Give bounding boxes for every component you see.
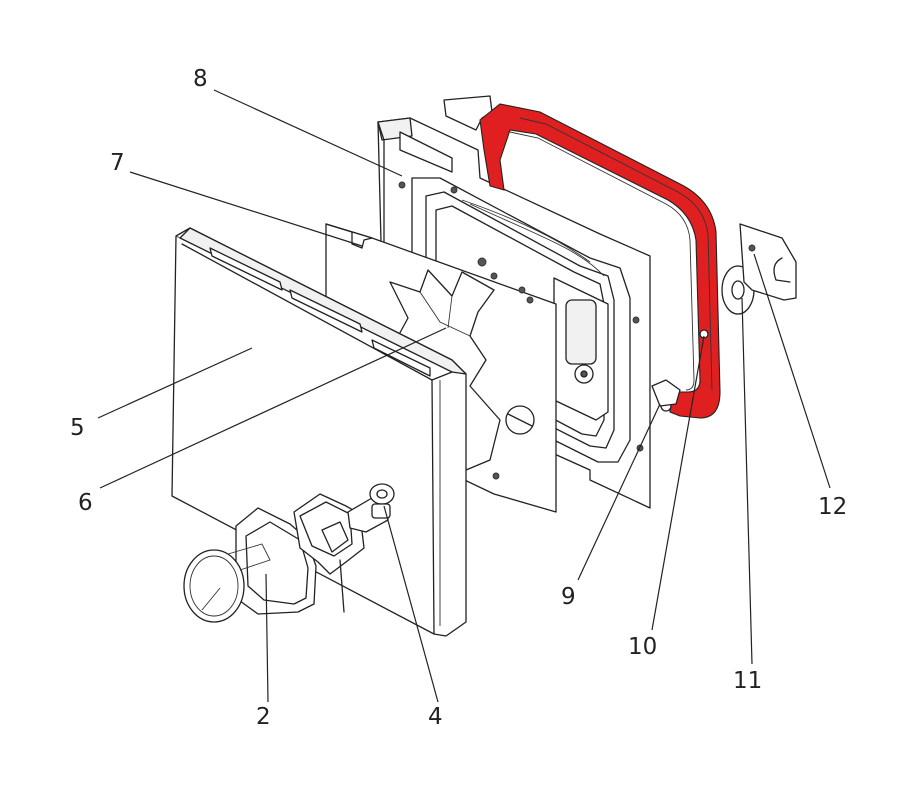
callout-2: 2 [256,704,271,730]
callout-6: 6 [78,490,93,516]
leader-2 [265,573,269,703]
part-2-knob [183,507,317,623]
callouts: 8 7 5 6 9 10 11 12 2 4 [70,66,847,730]
part-9-clip [651,379,681,407]
leader-11 [741,297,753,665]
leader-10 [651,335,705,631]
leader-6 [99,327,447,489]
part-12-bracket [739,223,797,301]
leader-4 [383,505,439,703]
callout-4: 4 [428,704,443,730]
part-4-latch-bolt [293,483,395,613]
callout-11: 11 [733,668,762,694]
callout-7: 7 [110,150,125,176]
leader-8 [213,89,403,177]
leader-12 [753,253,831,489]
callout-5: 5 [70,415,85,441]
callout-12: 12 [818,494,847,520]
leader-9 [577,403,661,581]
leader-5 [97,347,253,419]
leader-7 [129,171,363,247]
leader-lines [97,89,831,703]
callout-10: 10 [628,634,657,660]
callout-9: 9 [561,584,576,610]
callout-8: 8 [193,66,208,92]
